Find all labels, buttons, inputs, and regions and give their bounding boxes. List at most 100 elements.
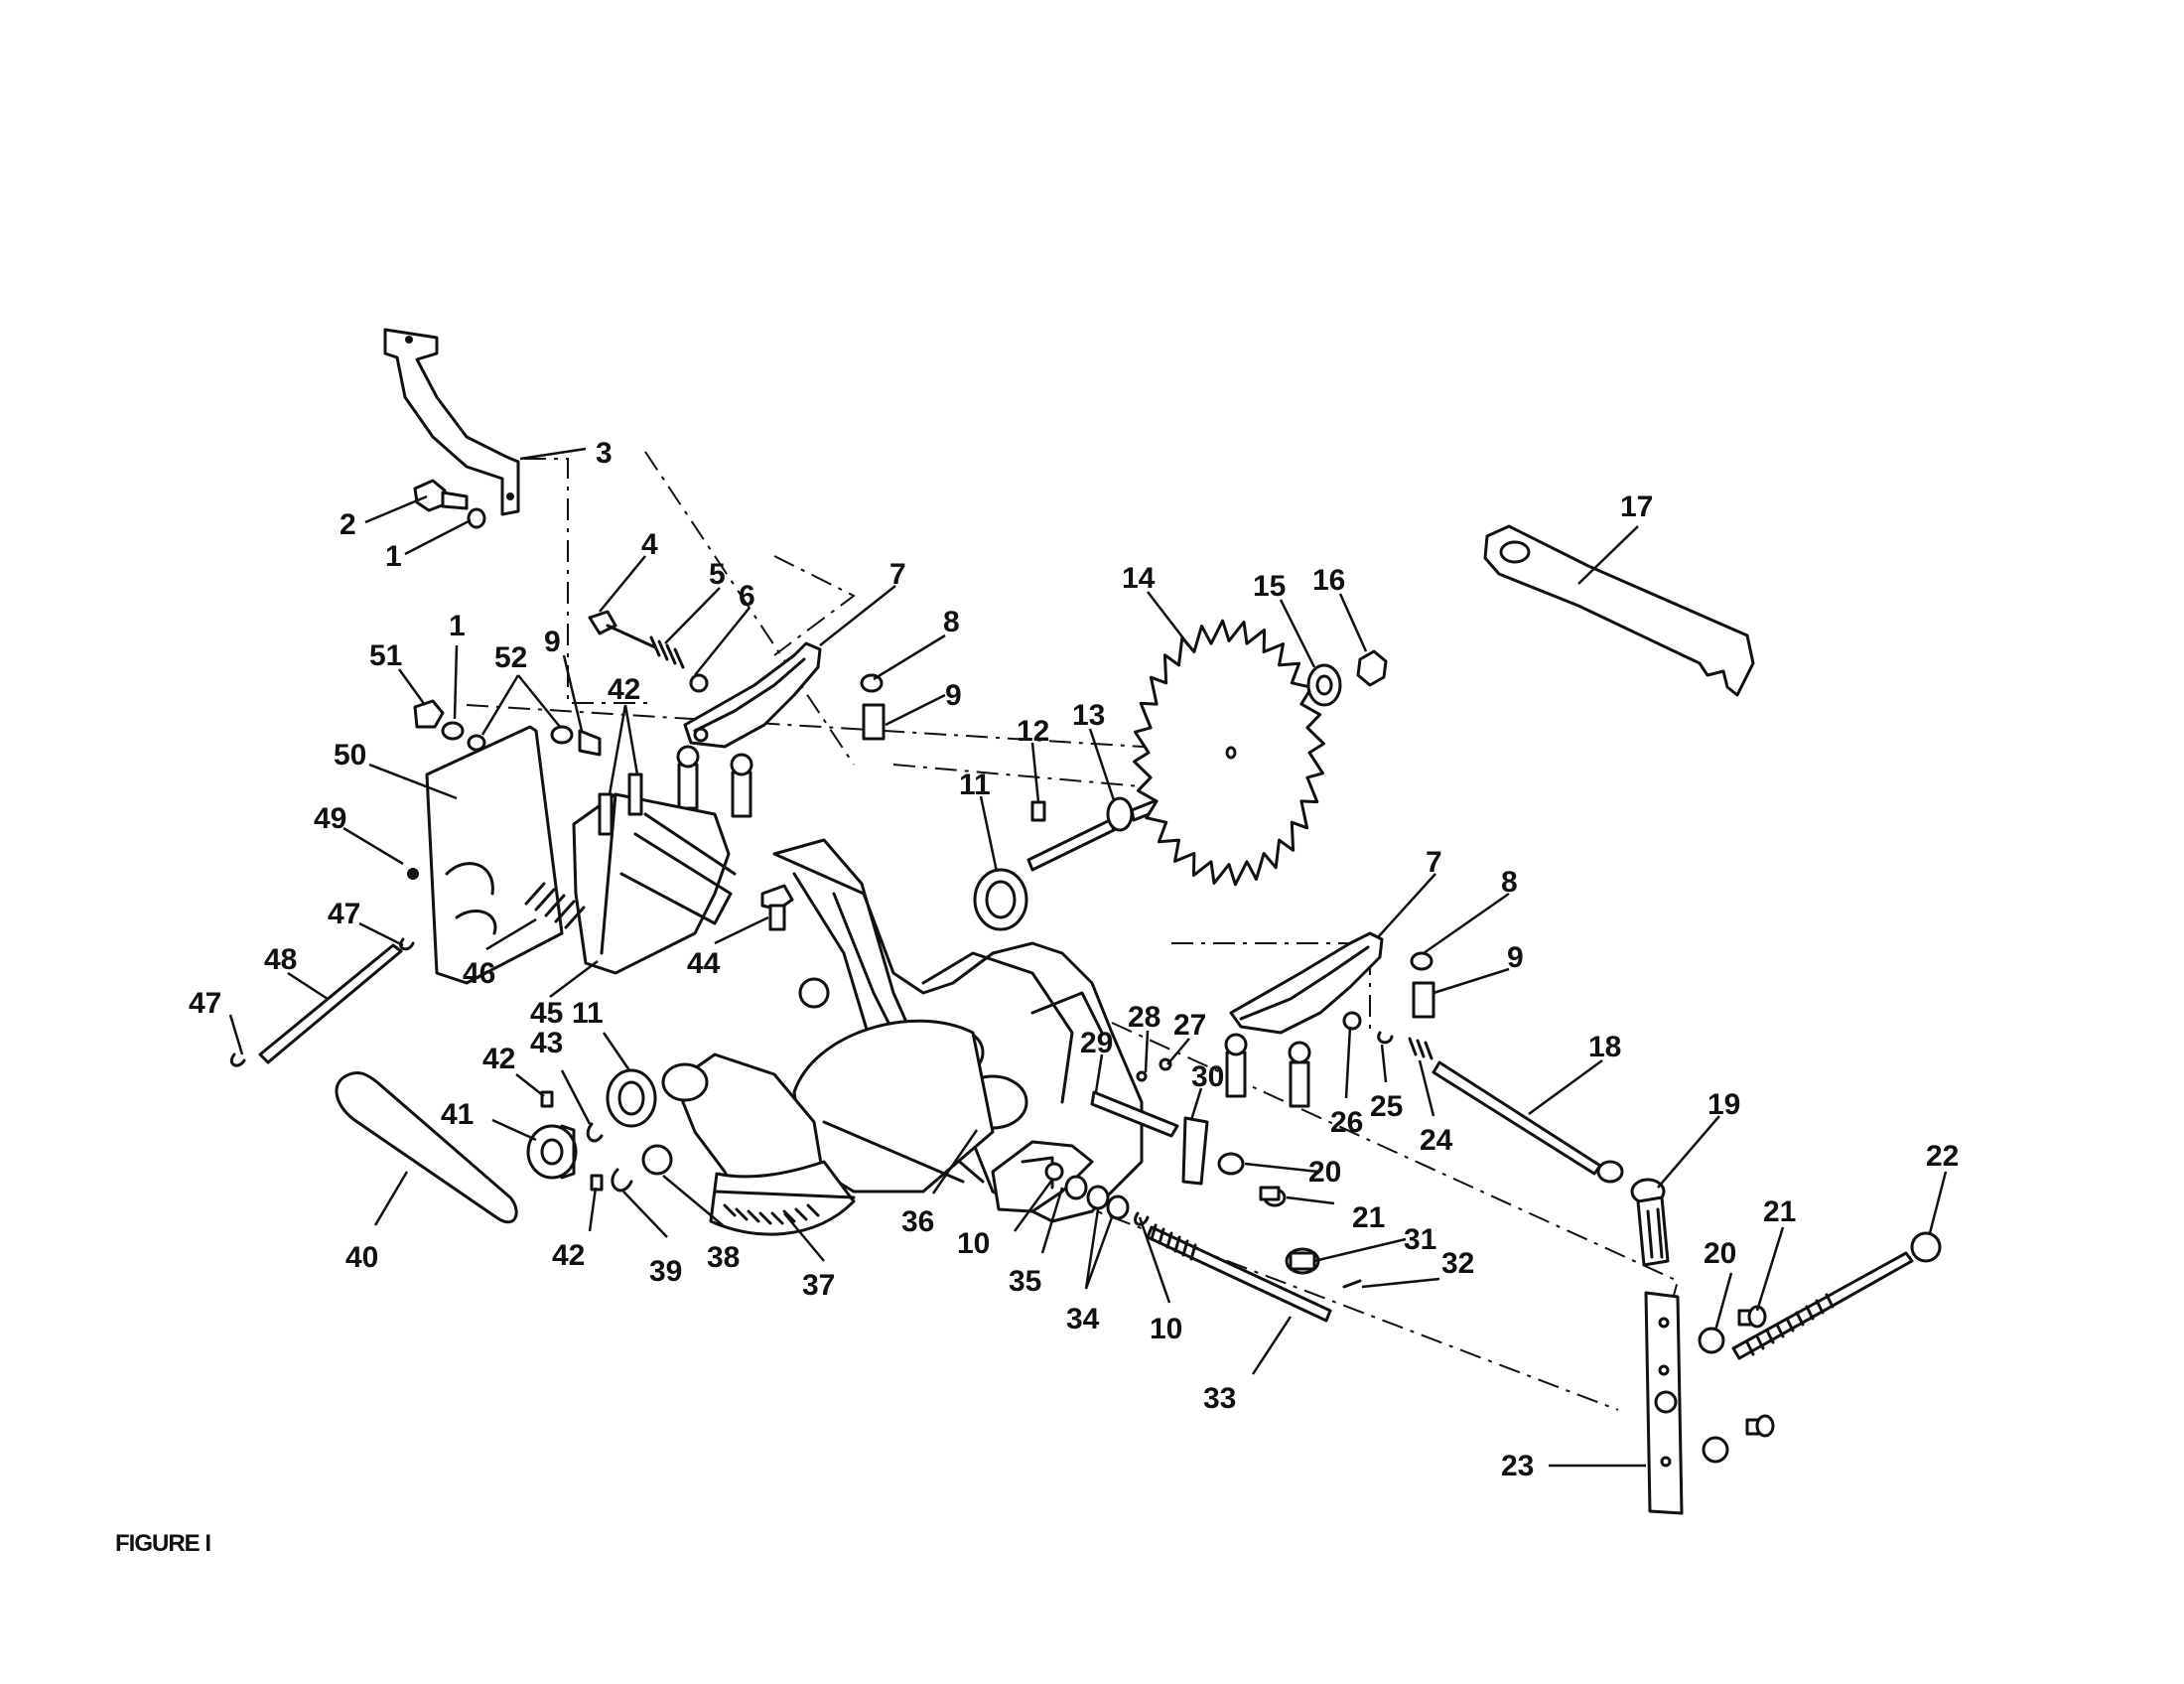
knob-part-19 xyxy=(1630,1178,1670,1267)
callout-52: 52 xyxy=(494,641,527,674)
callout-26: 26 xyxy=(1330,1106,1363,1139)
callout-3: 3 xyxy=(596,437,613,470)
callout-22: 22 xyxy=(1926,1140,1959,1173)
callout-29: 29 xyxy=(1080,1027,1113,1059)
setscrew-part-42-bottom xyxy=(590,1174,604,1192)
callout-39: 39 xyxy=(649,1255,682,1288)
callout-11-lower: 11 xyxy=(572,997,604,1030)
callout-4: 4 xyxy=(641,528,658,561)
callout-41: 41 xyxy=(441,1098,474,1131)
bracket-part-3 xyxy=(383,328,520,516)
flange-washer-part-15 xyxy=(1306,663,1342,707)
screw-part-21-right-upper xyxy=(1737,1305,1767,1329)
callout-36: 36 xyxy=(901,1205,934,1238)
callout-24: 24 xyxy=(1420,1124,1453,1157)
callout-27: 27 xyxy=(1173,1009,1206,1042)
callout-38: 38 xyxy=(707,1241,740,1274)
callout-30: 30 xyxy=(1191,1060,1224,1093)
callout-50: 50 xyxy=(334,739,366,772)
callout-25: 25 xyxy=(1370,1090,1403,1123)
threaded-rod-part-22 xyxy=(1731,1231,1942,1360)
arbor-nut-part-16 xyxy=(1356,649,1388,687)
washer-screw-parts-8-9-upper xyxy=(860,673,886,741)
callout-10-left: 10 xyxy=(957,1227,990,1260)
callout-21-mid: 21 xyxy=(1352,1201,1385,1234)
callout-44: 44 xyxy=(687,947,721,980)
callout-11-upper: 11 xyxy=(959,769,991,801)
callout-31: 31 xyxy=(1404,1223,1436,1256)
long-bolt-part-18 xyxy=(1432,1060,1624,1184)
callout-9-lower: 9 xyxy=(1507,941,1524,974)
callout-42-mid: 42 xyxy=(482,1043,515,1075)
washer-part-1-top xyxy=(467,507,486,529)
callout-43: 43 xyxy=(530,1027,563,1059)
wrench-part-17 xyxy=(1483,524,1755,697)
callout-15: 15 xyxy=(1253,570,1286,603)
washer-part-20-mid xyxy=(1217,1152,1245,1176)
callout-20-mid: 20 xyxy=(1308,1156,1341,1189)
callout-23: 23 xyxy=(1501,1450,1534,1482)
callout-32: 32 xyxy=(1441,1247,1474,1280)
bearing-part-11-upper xyxy=(973,868,1028,931)
saw-blade-part-14 xyxy=(1133,619,1325,887)
support-bracket-part-45 xyxy=(572,772,737,975)
callout-48: 48 xyxy=(264,943,297,976)
washers-parts-10-34-35 xyxy=(1044,1162,1150,1226)
collar-part-31 xyxy=(1285,1247,1320,1275)
arm-gear-segment-part-37 xyxy=(661,1052,856,1236)
callout-17: 17 xyxy=(1620,491,1653,523)
callout-7-lower: 7 xyxy=(1426,846,1442,879)
callout-19: 19 xyxy=(1707,1088,1740,1121)
callout-8-upper: 8 xyxy=(943,606,960,638)
callout-45: 45 xyxy=(530,997,563,1030)
spring-washer-parts-24-26 xyxy=(1342,1011,1433,1060)
callout-10-right: 10 xyxy=(1150,1313,1182,1345)
callout-labels: 3 2 1 4 5 6 7 8 9 51 1 52 9 42 50 49 47 … xyxy=(189,437,1959,1482)
pin-part-32 xyxy=(1342,1279,1362,1289)
callout-14: 14 xyxy=(1122,562,1156,595)
shaft-part-48 xyxy=(229,937,415,1067)
key-part-12 xyxy=(1030,800,1046,822)
drive-belt-part-40 xyxy=(335,1070,518,1224)
threaded-shaft-part-33 xyxy=(1146,1223,1332,1323)
callout-49: 49 xyxy=(314,802,346,835)
callout-47-lower: 47 xyxy=(189,987,221,1020)
figure-label: FIGURE I xyxy=(115,1530,210,1557)
callout-1: 1 xyxy=(385,540,402,573)
callout-34: 34 xyxy=(1066,1303,1100,1335)
screws-under-guard-lower xyxy=(1224,1033,1311,1108)
plate-part-23 xyxy=(1644,1291,1684,1515)
callout-9-left: 9 xyxy=(544,626,561,658)
main-housing-casting xyxy=(772,838,1144,1223)
screw-part-21-mid xyxy=(1259,1186,1287,1207)
small-parts-27-30 xyxy=(1090,1057,1209,1186)
callout-6: 6 xyxy=(739,580,755,613)
mounting-plate-part-50 xyxy=(407,725,564,985)
spring-part-46 xyxy=(524,882,586,929)
callout-35: 35 xyxy=(1009,1265,1041,1298)
callout-5: 5 xyxy=(709,558,726,591)
callout-33: 33 xyxy=(1203,1382,1236,1415)
callout-9-upper: 9 xyxy=(945,679,962,712)
bearing-part-11-lower xyxy=(606,1068,657,1128)
bolt-part-2 xyxy=(413,479,469,512)
callout-42-lower: 42 xyxy=(552,1239,585,1272)
clip-part-43 xyxy=(586,1122,604,1143)
screw-part-21-right-lower xyxy=(1745,1414,1775,1438)
callout-7-upper: 7 xyxy=(889,558,906,591)
callout-18: 18 xyxy=(1588,1031,1621,1063)
arbor-shaft-part-13 xyxy=(1026,796,1165,872)
callout-21-right: 21 xyxy=(1763,1195,1796,1228)
ring-part-39 xyxy=(611,1168,633,1193)
callout-16: 16 xyxy=(1312,564,1345,597)
callout-40: 40 xyxy=(345,1241,378,1274)
callout-37: 37 xyxy=(802,1269,835,1302)
callout-1-mid: 1 xyxy=(449,610,466,642)
washer-part-20-right-upper xyxy=(1698,1327,1725,1354)
pulley-part-41 xyxy=(526,1124,578,1180)
leader-lines xyxy=(228,447,1948,1468)
bolt-spring-parts-4-6 xyxy=(588,610,709,693)
callout-28: 28 xyxy=(1128,1001,1160,1034)
setscrew-part-42-top xyxy=(540,1090,554,1108)
